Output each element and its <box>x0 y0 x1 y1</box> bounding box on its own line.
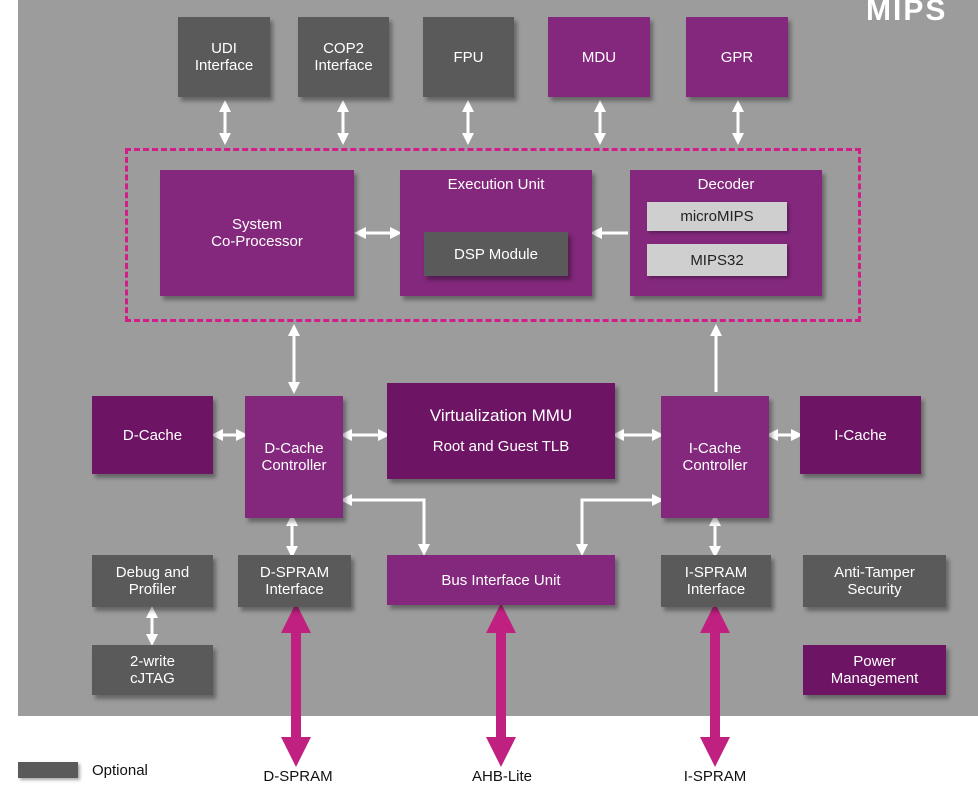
root-guest-tlb-label: Root and Guest TLB <box>432 438 570 455</box>
decoder-block: Decoder microMIPS MIPS32 <box>630 170 822 296</box>
gpr-block: GPR <box>686 17 788 97</box>
d-spram-interface-block: D-SPRAM Interface <box>238 555 351 607</box>
power-management-block: Power Management <box>803 645 946 695</box>
i-cache-controller-block: I-Cache Controller <box>661 396 769 518</box>
core-dashed-boundary <box>125 148 861 322</box>
execution-unit-label: Execution Unit <box>447 176 545 193</box>
virtualization-mmu-block: Virtualization MMU Root and Guest TLB <box>387 383 615 479</box>
debug-profiler-block: Debug and Profiler <box>92 555 213 607</box>
i-cache-block: I-Cache <box>800 396 921 474</box>
cop2-interface-block: COP2 Interface <box>298 17 389 97</box>
i-spram-interface-block: I-SPRAM Interface <box>661 555 771 607</box>
arrow-icachectrl-biu <box>576 494 664 556</box>
legend-optional-label: Optional <box>92 762 148 779</box>
micromips-block: microMIPS <box>647 202 787 231</box>
udi-interface-block: UDI Interface <box>178 17 270 97</box>
execution-unit-block: Execution Unit DSP Module <box>400 170 592 296</box>
legend-optional-swatch <box>18 762 78 778</box>
logo-text: MIPS <box>866 0 948 27</box>
i-spram-label: I-SPRAM <box>683 768 747 785</box>
fpu-block: FPU <box>423 17 514 97</box>
system-coprocessor-block: System Co-Processor <box>160 170 354 296</box>
decoder-label: Decoder <box>697 176 755 193</box>
dsp-module-block: DSP Module <box>424 232 568 276</box>
virtualization-mmu-label: Virtualization MMU <box>429 406 573 425</box>
arrow-dcachectrl-biu <box>340 494 430 556</box>
anti-tamper-security-block: Anti-Tamper Security <box>803 555 946 607</box>
d-spram-label: D-SPRAM <box>263 768 333 785</box>
mdu-block: MDU <box>548 17 650 97</box>
bus-interface-unit-block: Bus Interface Unit <box>387 555 615 605</box>
d-cache-controller-block: D-Cache Controller <box>245 396 343 518</box>
mips32-block: MIPS32 <box>647 244 787 276</box>
d-cache-block: D-Cache <box>92 396 213 474</box>
ahb-lite-label: AHB-Lite <box>471 768 533 785</box>
cjtag-block: 2-write cJTAG <box>92 645 213 695</box>
